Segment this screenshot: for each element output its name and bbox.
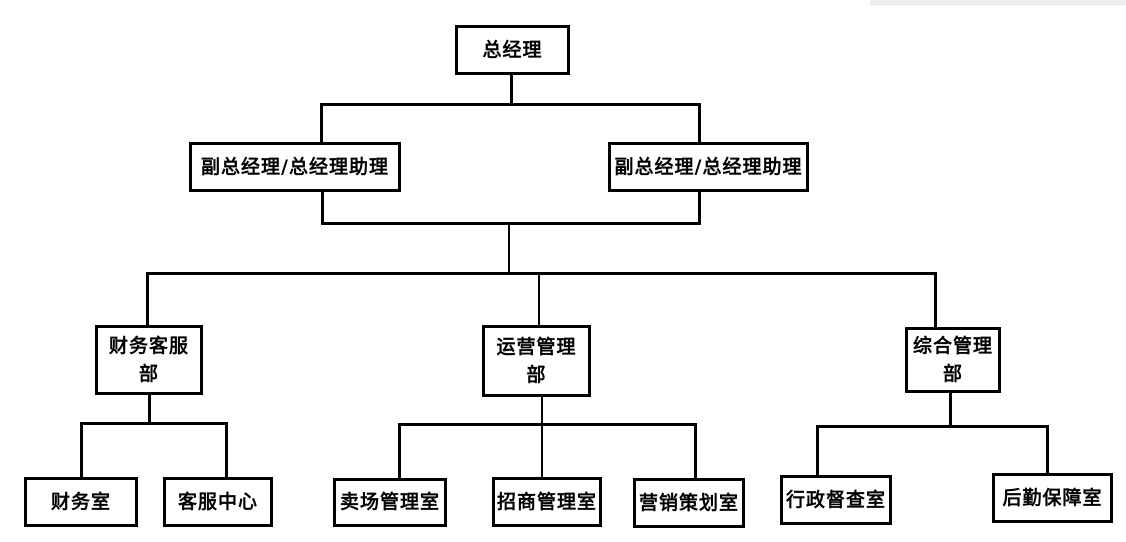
org-box-deputy-left: 副总经理/总经理助理 (189, 142, 401, 192)
connector-department-bus (146, 272, 937, 275)
org-box-dept-finance-service: 财务客服 部 (95, 325, 203, 395)
connector-drop-office-marketing-planning (694, 423, 697, 478)
connector-deputy-right-stem (698, 192, 701, 225)
connector-finance-bus (80, 422, 228, 425)
dept-operations-label-line2: 部 (526, 364, 547, 386)
org-box-office-marketing-planning: 营销策划室 (633, 478, 745, 528)
org-box-general-manager: 总经理 (455, 25, 570, 75)
connector-drop-deputy-left (320, 103, 323, 142)
deputy-left-label: 副总经理/总经理助理 (201, 155, 389, 178)
connector-drop-office-customer-service (225, 422, 228, 477)
dept-general-management-label-line1: 综合管理 (912, 335, 993, 357)
deputy-right-label: 副总经理/总经理助理 (614, 155, 803, 178)
connector-level2-bus (321, 222, 701, 225)
office-marketing-planning-label: 营销策划室 (638, 491, 739, 514)
connector-drop-deputy-right (698, 103, 701, 142)
top-right-gray-strip (870, 0, 1126, 5)
connector-deputy-left-stem (321, 192, 324, 225)
connector-drop-dept-general-management (934, 272, 937, 327)
office-finance-label: 财务室 (50, 490, 111, 513)
office-merchant-management-label: 招商管理室 (496, 490, 597, 513)
connector-gm-stem (510, 74, 513, 106)
dept-finance-service-label-line1: 财务客服 (108, 335, 189, 357)
org-box-office-customer-service: 客服中心 (163, 477, 273, 527)
connector-finance-dept-stem (148, 395, 151, 425)
org-box-office-store-management: 卖场管理室 (333, 478, 447, 527)
org-box-dept-operations: 运营管理 部 (482, 325, 591, 397)
office-store-management-label: 卖场管理室 (339, 491, 440, 514)
org-box-office-admin-supervision: 行政督查室 (780, 475, 892, 525)
connector-operations-bus (398, 423, 697, 426)
dept-operations-label-line1: 运营管理 (496, 336, 577, 358)
connector-drop-office-finance (80, 422, 83, 477)
org-box-deputy-right: 副总经理/总经理助理 (608, 142, 809, 192)
dept-finance-service-label-line2: 部 (138, 363, 159, 385)
org-box-office-finance: 财务室 (24, 477, 138, 527)
connector-drop-dept-finance-service (146, 272, 149, 325)
connector-general-bus (816, 425, 1049, 428)
office-customer-service-label: 客服中心 (177, 490, 258, 513)
connector-mid-stem (508, 224, 510, 275)
dept-general-management-label-line2: 部 (942, 363, 963, 385)
org-box-office-merchant-management: 招商管理室 (492, 477, 602, 527)
connector-drop-dept-operations (538, 272, 540, 325)
office-logistics-support-label: 后勤保障室 (1002, 486, 1103, 509)
org-box-dept-general-management: 综合管理 部 (905, 327, 1001, 393)
connector-drop-office-logistics-support (1046, 425, 1049, 473)
connector-general-dept-stem (949, 393, 952, 428)
connector-operations-dept-stem (541, 397, 543, 477)
office-admin-supervision-label: 行政督查室 (785, 488, 886, 511)
connector-drop-office-admin-supervision (816, 425, 819, 475)
org-box-office-logistics-support: 后勤保障室 (992, 473, 1113, 523)
general-manager-label: 总经理 (482, 38, 543, 61)
connector-drop-office-store-management (398, 423, 401, 478)
connector-level1-bus (320, 103, 701, 106)
